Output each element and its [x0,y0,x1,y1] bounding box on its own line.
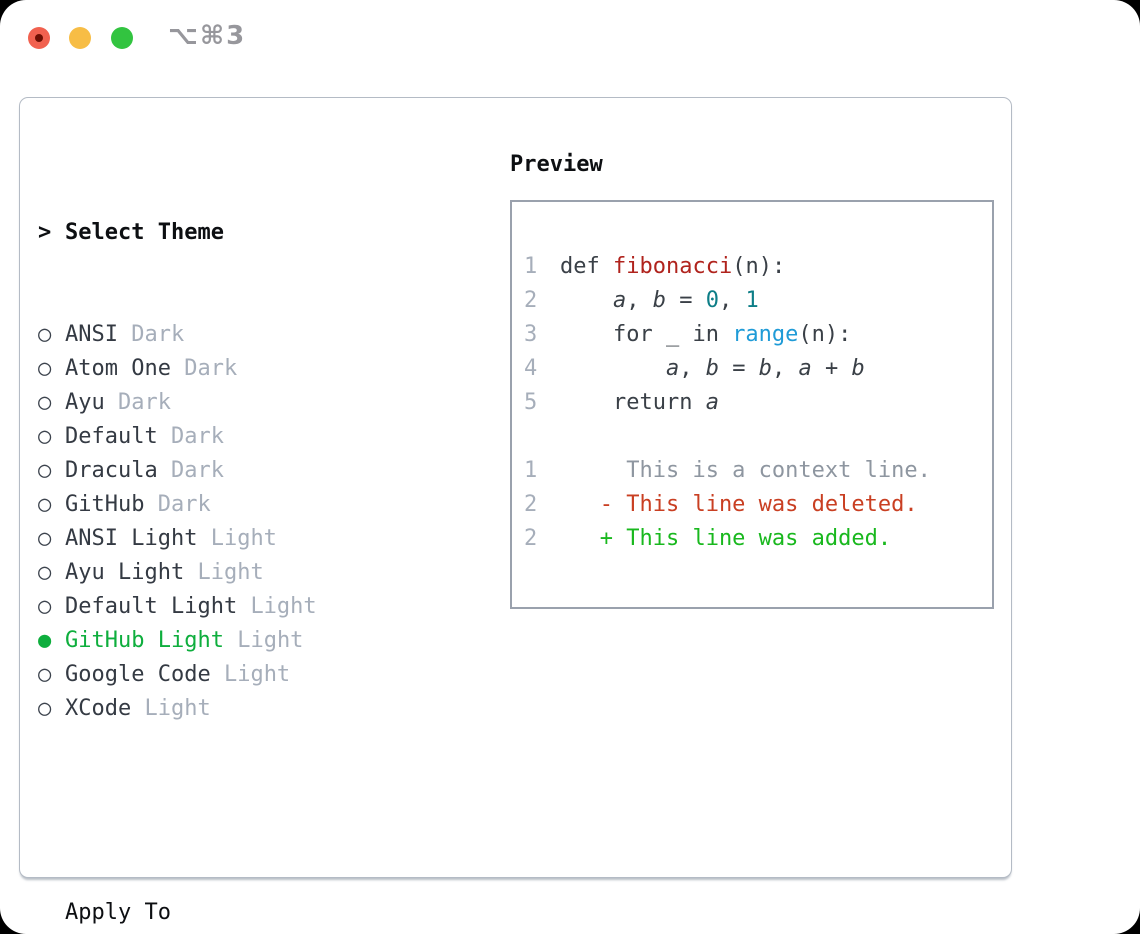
theme-name: ANSI [65,322,118,347]
radio-unselected-icon: ○ [38,492,52,517]
theme-option-atom-one[interactable]: ○ Atom One Dark [38,352,409,386]
code-line: 4 a, b = b, a + b [524,352,992,386]
line-number: 1 [524,458,538,483]
radio-unselected-icon: ○ [38,390,52,415]
theme-option-xcode[interactable]: ○ XCode Light [38,692,409,726]
line-content: a, b = b, a + b [665,356,865,381]
line-number: 2 [524,492,538,517]
line-content: a, b = 0, 1 [612,288,759,313]
theme-option-google-code[interactable]: ○ Google Code Light [38,658,409,692]
theme-option-default-light[interactable]: ○ Default Light Light [38,590,409,624]
theme-name: GitHub Light [65,628,224,653]
line-content: - This line was deleted. [560,492,918,517]
theme-option-ansi-light[interactable]: ○ ANSI Light Light [38,522,409,556]
code-line: 2 a, b = 0, 1 [524,284,992,318]
code-line: 3 for _ in range(n): [524,318,992,352]
radio-unselected-icon: ○ [38,458,52,483]
radio-unselected-icon: ○ [38,594,52,619]
line-content: for _ in range(n): [560,322,852,347]
theme-name: ANSI Light [65,526,198,551]
theme-list: ○ ANSI Dark ○ Atom One Dark ○ Ayu Dark ○ Defaul… [38,318,409,726]
theme-variant: Dark [184,356,238,381]
theme-variant: Light [210,526,277,551]
theme-variant: Dark [170,424,224,449]
line-number: 1 [524,254,538,279]
line-number: 2 [524,526,538,551]
theme-picker-left-column: > Select Theme ○ ANSI Dark ○ Atom One Dark ○ A… [38,148,409,934]
theme-name: Default Light [65,594,238,619]
line-number: 2 [524,288,538,313]
theme-variant: Light [250,594,317,619]
minimize-button[interactable] [69,27,91,49]
code-line: 1 def fibonacci(n): [524,250,992,284]
spacer [38,794,409,828]
theme-variant: Dark [131,322,185,347]
window-title: ⌥⌘3 [168,21,247,51]
line-number: 5 [524,390,538,415]
radio-unselected-icon: ○ [38,696,52,721]
line-content: + This line was added. [560,526,892,551]
theme-name: Ayu Light [65,560,185,585]
theme-picker-panel: > Select Theme ○ ANSI Dark ○ Atom One Dark ○ A… [19,97,1012,925]
radio-unselected-icon: ○ [38,526,52,551]
code-line [524,420,992,454]
apply-to-header-row: Apply To [38,896,409,930]
theme-variant: Light [197,560,264,585]
theme-option-default[interactable]: ○ Default Dark [38,420,409,454]
radio-unselected-icon: ○ [38,560,52,585]
theme-variant: Dark [157,492,211,517]
theme-option-github-light[interactable]: ● GitHub Light Light [38,624,409,658]
theme-name: Dracula [65,458,158,483]
radio-unselected-icon: ○ [38,356,52,381]
theme-variant: Dark [170,458,224,483]
radio-selected-icon: ● [38,628,52,653]
line-number: 3 [524,322,538,347]
code-line: 5 return a [524,386,992,420]
radio-unselected-icon: ○ [38,662,52,687]
theme-name: Atom One [65,356,171,381]
radio-unselected-icon: ○ [38,322,52,347]
theme-name: Ayu [65,390,105,415]
select-theme-header-row: > Select Theme [38,216,409,250]
theme-variant: Dark [118,390,171,415]
line-content: def fibonacci(n): [560,254,786,279]
close-button-dot-icon [35,34,43,42]
zoom-button[interactable] [111,27,133,49]
theme-variant: Light [144,696,211,721]
theme-name: Google Code [65,662,211,687]
theme-name: GitHub [65,492,145,517]
code-line: 2 - This line was deleted. [524,488,992,522]
theme-name: XCode [65,696,132,721]
radio-unselected-icon: ○ [38,424,52,449]
theme-option-dracula[interactable]: ○ Dracula Dark [38,454,409,488]
code-line: 2 + This line was added. [524,522,992,556]
preview-header: Preview [510,152,603,177]
theme-name: Default [65,424,158,449]
prompt-arrow-icon: > [38,220,52,245]
select-theme-header: Select Theme [65,220,224,245]
line-content: return a [560,390,719,415]
theme-variant: Light [237,628,304,653]
code-line: 1 This is a context line. [524,454,992,488]
theme-option-ayu-light[interactable]: ○ Ayu Light Light [38,556,409,590]
theme-option-ansi[interactable]: ○ ANSI Dark [38,318,409,352]
theme-variant: Light [223,662,291,687]
line-number: 4 [524,356,538,381]
theme-option-ayu[interactable]: ○ Ayu Dark [38,386,409,420]
apply-to-header: Apply To [65,900,171,925]
line-content: This is a context line. [560,458,931,483]
theme-option-github[interactable]: ○ GitHub Dark [38,488,409,522]
close-button[interactable] [28,27,50,49]
